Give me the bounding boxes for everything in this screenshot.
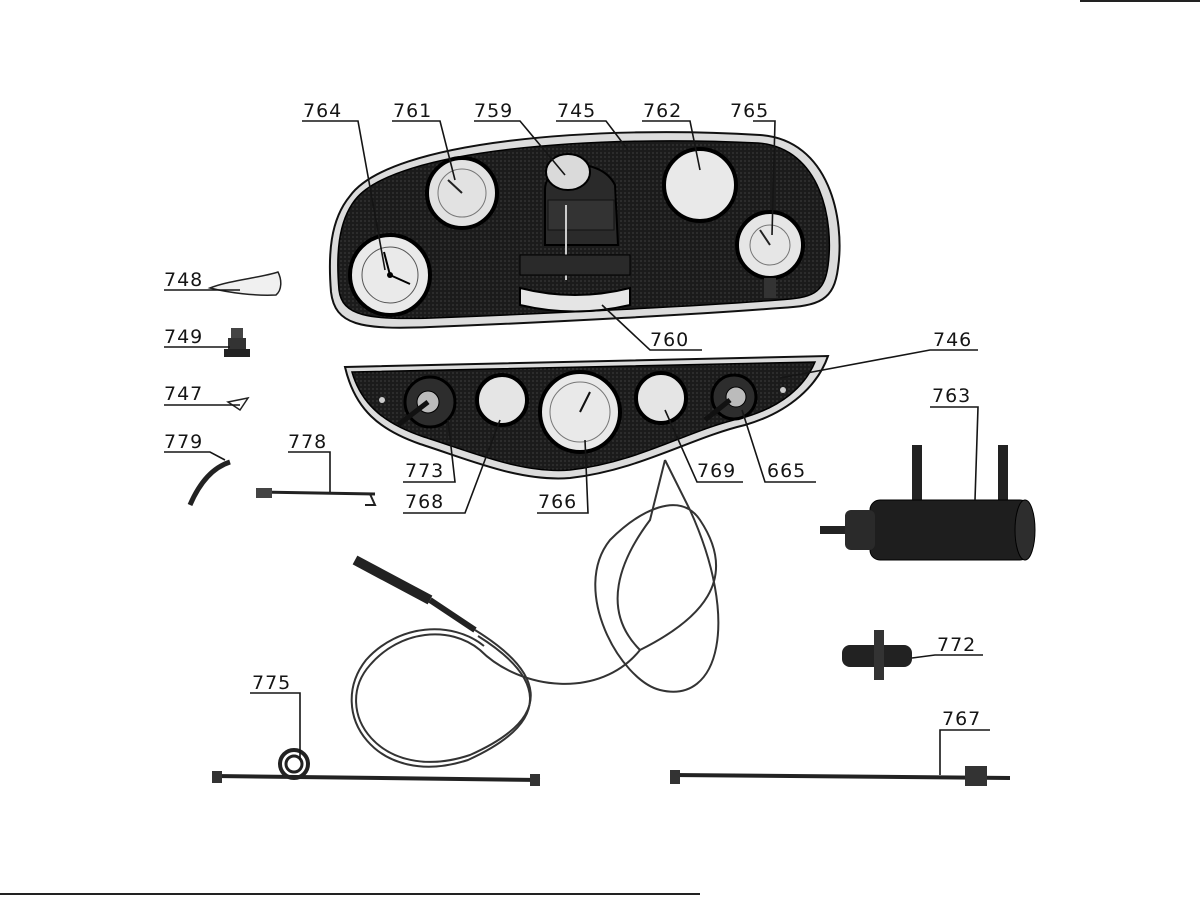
gauge-768 — [475, 373, 529, 427]
leader-lines — [164, 120, 990, 775]
part-748-shape — [207, 271, 282, 296]
label-779: 779 — [164, 431, 203, 453]
label-749: 749 — [164, 326, 203, 348]
label-760: 760 — [650, 329, 689, 351]
label-764: 764 — [303, 100, 342, 122]
label-746: 746 — [933, 329, 972, 351]
label-765: 765 — [730, 100, 769, 122]
label-747: 747 — [164, 383, 203, 405]
part-labels: 764 761 759 745 762 765 760 746 748 749 … — [164, 100, 981, 730]
label-762: 762 — [643, 100, 682, 122]
vertical-speed-dial — [662, 147, 738, 223]
airspeed-dial — [425, 156, 499, 230]
altimeter-dial — [348, 233, 432, 317]
label-763: 763 — [932, 385, 971, 407]
label-759: 759 — [474, 100, 513, 122]
label-775: 775 — [252, 672, 291, 694]
part-749-shape — [224, 328, 250, 357]
part-772-connector — [842, 630, 912, 680]
label-769: 769 — [697, 460, 736, 482]
label-748: 748 — [164, 269, 203, 291]
lower-instrument-panel — [343, 354, 830, 480]
gauge-766 — [538, 370, 622, 454]
tachometer-dial — [735, 210, 805, 298]
label-768: 768 — [405, 491, 444, 513]
label-778: 778 — [288, 431, 327, 453]
label-773: 773 — [405, 460, 444, 482]
switch-665 — [703, 373, 758, 422]
gauge-769 — [634, 371, 688, 425]
part-763-cylinder — [820, 445, 1036, 561]
part-767-rod — [670, 766, 1011, 786]
part-778-shape — [256, 488, 377, 506]
part-779-shape — [187, 459, 231, 506]
label-766: 766 — [538, 491, 577, 513]
part-747-shape — [226, 396, 250, 412]
label-772: 772 — [937, 634, 976, 656]
part-775-rod — [212, 748, 541, 786]
switch-773 — [396, 375, 457, 429]
label-761: 761 — [393, 100, 432, 122]
label-745: 745 — [557, 100, 596, 122]
capillary-tubing — [350, 459, 720, 768]
label-665: 665 — [767, 460, 806, 482]
label-767: 767 — [942, 708, 981, 730]
upper-instrument-panel — [328, 131, 841, 329]
